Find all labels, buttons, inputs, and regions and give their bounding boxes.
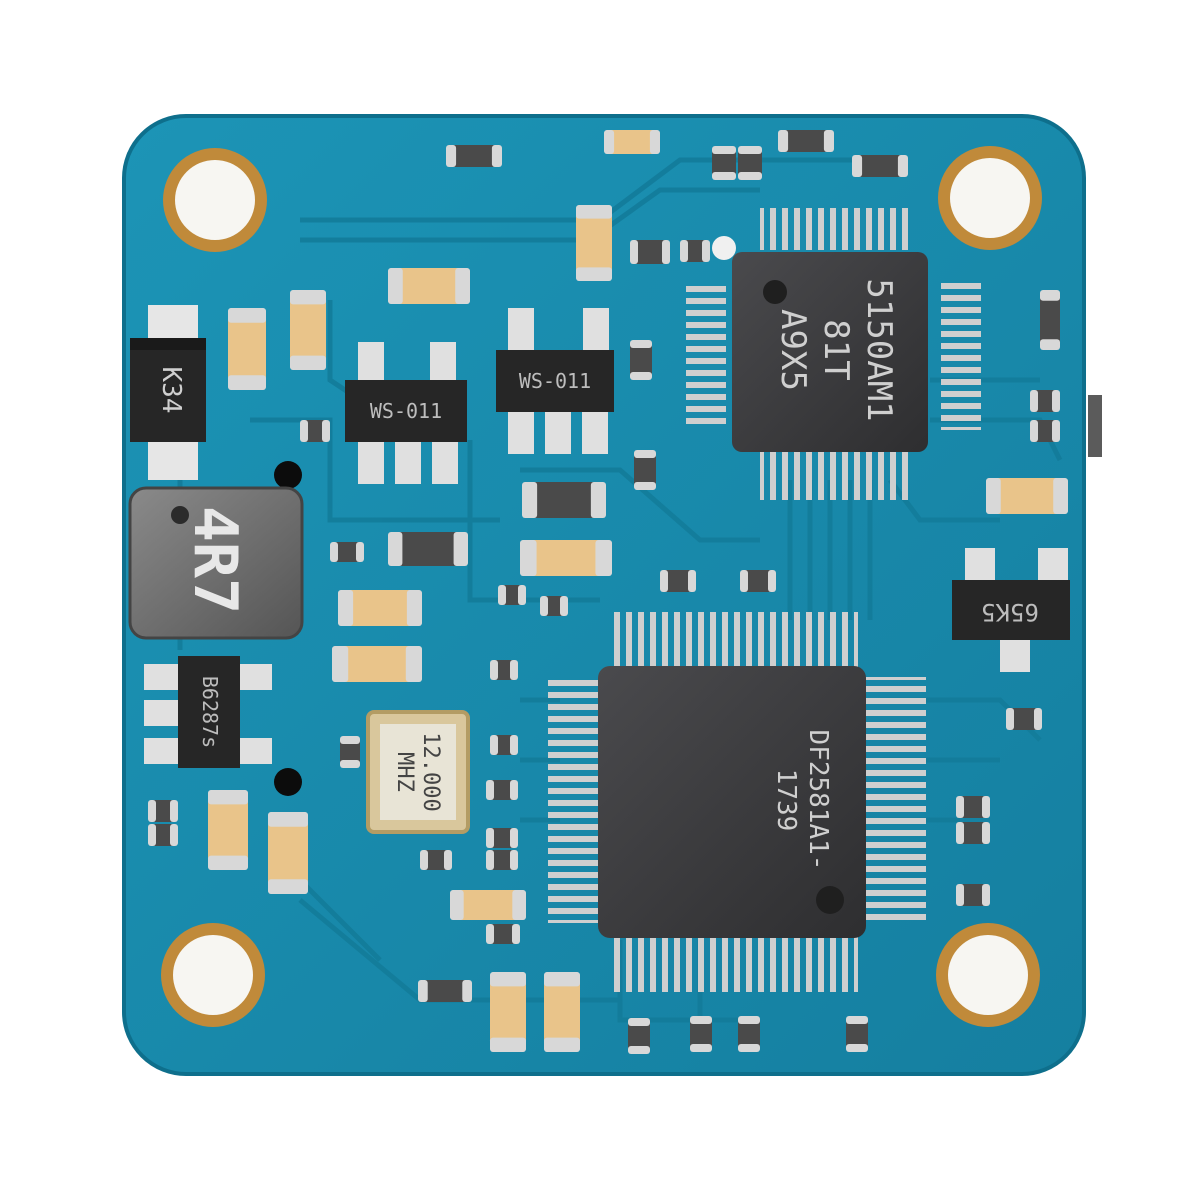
smd-resistor [738,1016,760,1052]
smd-capacitor [332,646,422,682]
crystal-12mhz: 12.000 MHZ [366,710,470,834]
regulator-marking: WS-011 [519,369,591,393]
mounting-hole [936,923,1040,1027]
smd-capacitor [228,308,266,390]
sot-marking: 65K5 [981,598,1039,626]
mounting-hole [163,148,267,252]
via [712,236,736,260]
smd-resistor [446,145,502,167]
smd-resistor [418,980,472,1002]
smd-capacitor [268,812,308,894]
smd-resistor [956,796,990,818]
chip-marking: DF2581A1- [803,730,833,871]
smd-resistor [1006,708,1042,730]
smd-resistor [846,1016,868,1052]
smd-resistor [630,340,652,380]
smd-resistor [486,780,518,800]
smd-capacitor [208,790,248,870]
smd-capacitor [604,130,660,154]
smd-resistor [486,924,520,944]
smd-resistor [330,542,364,562]
chip-marking: A9X5 [773,309,813,391]
regulator-ws011-right: WS-011 [496,308,614,454]
smd-resistor [634,450,656,490]
smd-resistor [540,596,568,616]
smd-resistor [1040,290,1060,350]
crystal-marking: 12.000 [418,732,443,811]
smd-capacitor [338,590,422,626]
chip-marking: 1739 [771,769,801,832]
regulator-ws011-left: WS-011 [345,342,467,484]
sot-marking: B6287s [198,676,222,748]
smd-resistor [148,824,178,846]
inductor-4r7: 4R7 [128,486,304,640]
smd-resistor [956,884,990,906]
smd-capacitor [450,890,526,920]
smd-resistor [680,240,710,262]
mounting-hole [938,146,1042,250]
smd-resistor [340,736,360,768]
smd-resistor [486,850,518,870]
smd-resistor [690,1016,712,1052]
smd-resistor [522,482,606,518]
sot-b6287s: B6287s [144,656,272,768]
smd-capacitor [544,972,580,1052]
smd-resistor [486,828,518,848]
smd-resistor [630,240,670,264]
smd-capacitor [388,268,470,304]
smd-resistor [300,420,330,442]
smd-resistor [740,570,776,592]
sot-65k5: 65K5 [952,548,1070,672]
smd-capacitor [986,478,1068,514]
diode-marking: K34 [156,367,186,414]
smd-resistor [490,735,518,755]
smd-resistor [1030,390,1060,412]
mounting-hole [161,923,265,1027]
regulator-marking: WS-011 [370,399,442,423]
side-connector [1088,395,1102,457]
inductor-marking: 4R7 [180,506,250,614]
smd-resistor [388,532,468,566]
smd-resistor [490,660,518,680]
smd-resistor [420,850,452,870]
smd-resistor [148,800,178,822]
smd-capacitor [576,205,612,281]
smd-resistor [1030,420,1060,442]
crystal-marking: MHZ [392,752,417,792]
chip-marking: 81T [816,319,856,380]
smd-capacitor [290,290,326,370]
smd-resistor [628,1018,650,1054]
via [274,461,302,489]
smd-resistor [852,155,908,177]
chip-marking: 5150AM1 [859,278,899,421]
chip-tqfp-large: DF2581A1- 1739 [548,612,926,992]
smd-resistor [956,822,990,844]
smd-capacitor [490,972,526,1052]
smd-resistor [738,146,762,180]
smd-resistor [778,130,834,152]
smd-resistor [498,585,526,605]
smd-capacitor [520,540,612,576]
chip-tqfp-small: 5150AM1 81T A9X5 [686,208,981,500]
smd-resistor [660,570,696,592]
passive-components [148,130,1068,1054]
via [274,768,302,796]
diode-k34: K34 [130,305,206,480]
smd-resistor [712,146,736,180]
